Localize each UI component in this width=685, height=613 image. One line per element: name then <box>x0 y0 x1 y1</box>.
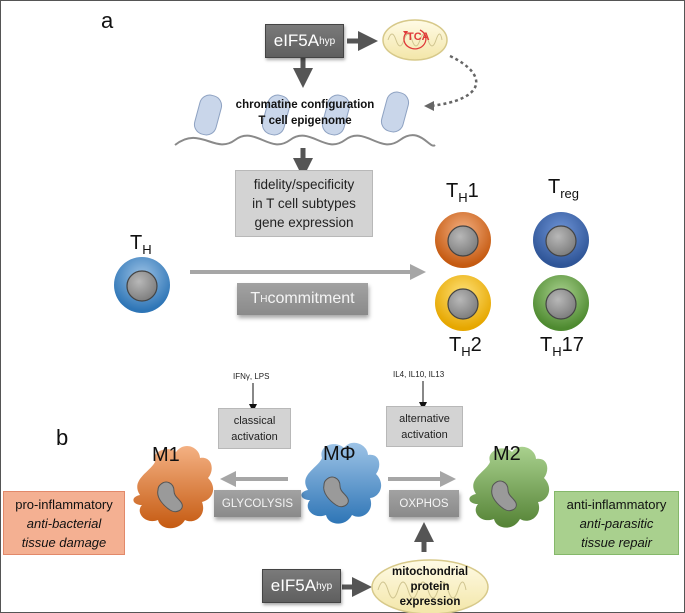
panel-label-a: a <box>101 8 114 33</box>
glycolysis-box: GLYCOLYSIS <box>214 490 301 517</box>
fidelity-box: fidelity/specificity in T cell subtypes … <box>235 170 373 237</box>
treg-label: Treg <box>548 176 580 201</box>
treg-cell <box>533 212 589 268</box>
m2-effects-box: anti-inflammatory anti-parasitic tissue … <box>554 491 679 555</box>
th-naive-label: TH <box>130 232 152 257</box>
fidelity-line-1: fidelity/specificity <box>253 177 355 192</box>
m1-macrophage <box>133 445 214 529</box>
oxphos-box: OXPHOS <box>389 490 459 517</box>
m2-macrophage <box>469 446 550 528</box>
alternative-line-2: activation <box>401 428 448 441</box>
m1-label: M1 <box>152 444 180 466</box>
mito-line-1: mitochondrial <box>391 566 469 578</box>
mitochondrion-icon <box>382 19 448 61</box>
chromatin-text: chromatine configuration T cell epigenom… <box>210 97 400 129</box>
dotted-arrow-tca-to-chromatin <box>429 54 478 108</box>
classical-line-2: activation <box>231 430 278 443</box>
eif5a-sup: hyp <box>319 35 336 47</box>
fidelity-line-3: gene expression <box>254 215 354 230</box>
m1-effect-1: pro-inflammatory <box>15 496 113 512</box>
m1-effect-2: anti-bacterial <box>26 515 102 531</box>
th2-cell <box>435 275 491 331</box>
th-naive-cell <box>114 257 170 313</box>
eif5a-bottom-label: eIF5A <box>270 576 317 595</box>
m2-effect-2: anti-parasitic <box>579 515 654 531</box>
m1-effect-3: tissue damage <box>21 534 107 550</box>
classical-line-1: classical <box>233 414 276 427</box>
mitochondrion-bottom-icon <box>371 559 489 613</box>
classical-stimuli: IFNγ, LPS <box>233 372 270 381</box>
th2-label: TH2 <box>449 334 482 359</box>
alternative-activation-box: alternative activation <box>386 406 463 447</box>
commitment-text: commitment <box>267 290 355 307</box>
macrophage-mphi <box>301 442 382 524</box>
alternative-stimuli: IL4, IL10, IL13 <box>393 370 445 379</box>
fidelity-line-2: in T cell subtypes <box>252 196 356 211</box>
tca-label: TCA <box>407 31 430 43</box>
mito-line-3: expression <box>399 596 461 608</box>
classical-activation-box: classical activation <box>218 408 291 449</box>
chromatin-icon <box>174 91 436 147</box>
eif5a-label: eIF5A <box>273 31 320 50</box>
m2-label: M2 <box>493 443 521 465</box>
mito-protein-text: mitochondrial protein expression <box>375 565 485 610</box>
th1-cell <box>435 212 491 268</box>
m2-effect-1: anti-inflammatory <box>566 496 667 512</box>
commitment-sub: H <box>260 293 268 305</box>
chromatin-line-2: T cell epigenome <box>258 115 352 127</box>
mito-line-2: protein <box>410 581 450 593</box>
tca-cycle-icon <box>403 29 427 50</box>
th1-label: TH1 <box>446 180 479 205</box>
th17-label: TH17 <box>540 334 584 359</box>
panel-label-b: b <box>56 425 69 450</box>
m1-effects-box: pro-inflammatory anti-bacterial tissue d… <box>3 491 125 555</box>
chromatin-line-1: chromatine configuration <box>235 99 375 111</box>
th17-cell <box>533 275 589 331</box>
m2-effect-3: tissue repair <box>581 534 652 550</box>
alternative-line-1: alternative <box>399 412 450 425</box>
eif5a-bottom-sup: hyp <box>316 580 333 592</box>
commitment-prefix: T <box>250 290 261 307</box>
mphi-label: MΦ <box>323 443 356 465</box>
